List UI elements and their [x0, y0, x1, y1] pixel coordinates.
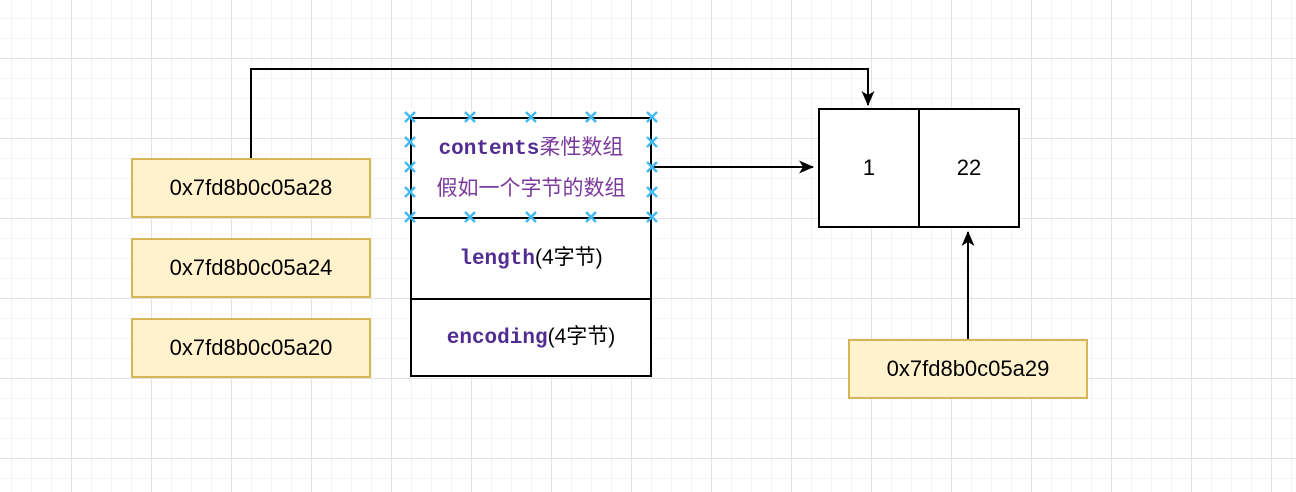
- encoding-label: encoding(4字节): [447, 326, 616, 349]
- memory-address-label: 0x7fd8b0c05a20: [169, 335, 333, 360]
- sds-struct-table[interactable]: contents柔性数组 假如一个字节的数组 length(4字节) encod…: [410, 117, 652, 377]
- memory-address-box[interactable]: 0x7fd8b0c05a24: [131, 238, 371, 298]
- byte-cell-right[interactable]: 22: [920, 110, 1018, 226]
- contents-mono-label: contents: [438, 138, 540, 161]
- byte-address-box[interactable]: 0x7fd8b0c05a29: [848, 339, 1088, 399]
- byte-address-label: 0x7fd8b0c05a29: [886, 356, 1050, 381]
- memory-address-box[interactable]: 0x7fd8b0c05a20: [131, 318, 371, 378]
- byte-cell-right-value: 22: [956, 155, 982, 180]
- contents-note-label: 假如一个字节的数组: [436, 177, 626, 200]
- encoding-mono-label: encoding: [446, 327, 548, 350]
- encoding-size-label: (4字节): [547, 325, 616, 348]
- memory-address-box[interactable]: 0x7fd8b0c05a28: [131, 158, 371, 218]
- byte-cell-left[interactable]: 1: [820, 110, 920, 226]
- struct-row-length[interactable]: length(4字节): [412, 219, 650, 300]
- contents-cjk-label: 柔性数组: [539, 136, 624, 159]
- struct-row-encoding[interactable]: encoding(4字节): [412, 300, 650, 375]
- byte-cell-left-value: 1: [862, 155, 876, 180]
- length-size-label: (4字节): [534, 246, 603, 269]
- struct-row-contents[interactable]: contents柔性数组 假如一个字节的数组: [412, 119, 650, 219]
- length-label: length(4字节): [459, 247, 602, 270]
- contents-note: 假如一个字节的数组: [437, 178, 626, 199]
- memory-address-label: 0x7fd8b0c05a24: [169, 255, 333, 280]
- length-mono-label: length: [459, 248, 535, 271]
- byte-value-box[interactable]: 1 22: [818, 108, 1020, 228]
- contents-title: contents柔性数组: [439, 137, 624, 160]
- memory-address-label: 0x7fd8b0c05a28: [169, 175, 333, 200]
